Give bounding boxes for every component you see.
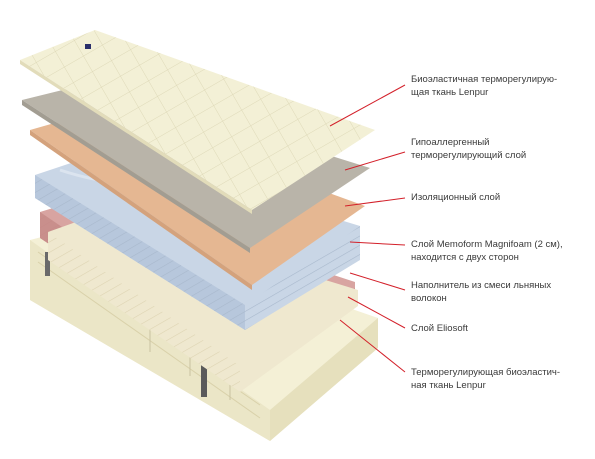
label-line: Гипоаллергенный — [411, 137, 490, 148]
leader-line — [339, 319, 406, 373]
leader-line — [344, 197, 406, 207]
label-line: щая ткань Lenpur — [411, 87, 489, 98]
label-line: Наполнитель из смеси льняных — [411, 280, 552, 291]
label-line: терморегулирующий слой — [411, 150, 527, 161]
label-line: ная ткань Lenpur — [411, 380, 486, 391]
label-line: Биоэластичная терморегулирую- — [411, 74, 558, 85]
label-memoform: Слой Memoform Magnifoam (2 см), находитс… — [411, 238, 563, 264]
label-flax: Наполнитель из смеси льняных волокон — [411, 279, 551, 305]
label-line: Изоляционный слой — [411, 192, 501, 203]
brand-tag-icon — [85, 44, 91, 49]
label-line: волокон — [411, 293, 447, 304]
label-line: Терморегулирующая биоэластич- — [411, 367, 561, 378]
leader-line — [347, 296, 406, 329]
handle-icon — [45, 252, 50, 276]
leader-line — [329, 84, 406, 127]
label-eliosoft: Слой Eliosoft — [411, 322, 468, 335]
handle-icon — [201, 363, 207, 397]
label-line: Слой Memoform Magnifoam (2 см), — [411, 239, 563, 250]
label-hypoallergenic: Гипоаллергенный терморегулирующий слой — [411, 136, 526, 162]
label-lenpur-bottom: Терморегулирующая биоэластич- ная ткань … — [411, 366, 560, 392]
leader-lines — [329, 84, 406, 373]
label-line: находится с двух сторон — [411, 252, 519, 263]
layer-top-fabric — [20, 30, 375, 214]
label-line: Слой Eliosoft — [411, 323, 468, 334]
leader-line — [349, 241, 406, 246]
leader-line — [344, 151, 406, 171]
leader-line — [349, 272, 406, 291]
label-insulation: Изоляционный слой — [411, 191, 500, 204]
label-lenpur-top: Биоэластичная терморегулирую- щая ткань … — [411, 73, 557, 99]
